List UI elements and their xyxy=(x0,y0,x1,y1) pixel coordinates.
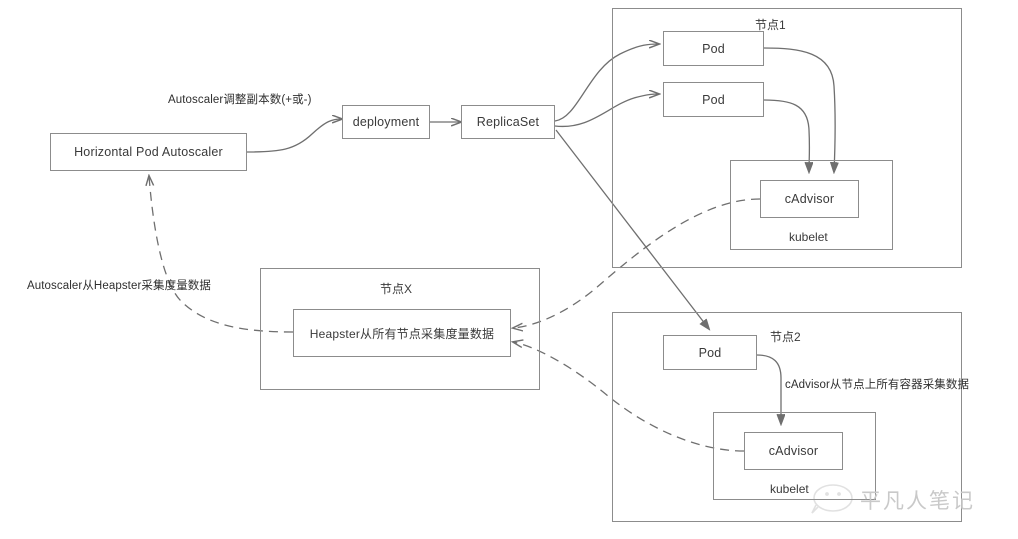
edge-node2-pod-to-cadvisor xyxy=(756,354,781,424)
heapster-box[interactable]: Heapster从所有节点采集度量数据 xyxy=(293,309,511,357)
edge-node1-cadvisor-to-heapster xyxy=(513,198,761,328)
nodex-label: 节点X xyxy=(380,282,413,296)
node2-kubelet-label: kubelet xyxy=(770,482,809,496)
watermark-text: 平凡人笔记 xyxy=(860,490,975,513)
node1-kubelet-label: kubelet xyxy=(789,230,828,244)
edge-replicaset-to-node2-pod xyxy=(555,129,709,329)
node1-pod-2[interactable]: Pod xyxy=(663,82,764,117)
edge-label-autoscaler-from-heapster: Autoscaler从Heapster采集度量数据 xyxy=(27,280,211,292)
node2-pod-1-label: Pod xyxy=(698,345,722,360)
replicaset-box[interactable]: ReplicaSet xyxy=(461,105,555,139)
heapster-label: Heapster从所有节点采集度量数据 xyxy=(309,326,495,341)
edge-label-cadvisor-from-node: cAdvisor从节点上所有容器采集数据 xyxy=(785,379,970,391)
deployment-box[interactable]: deployment xyxy=(342,105,430,139)
node1-pod-2-label: Pod xyxy=(702,92,725,107)
hpa-label: Horizontal Pod Autoscaler xyxy=(74,145,223,159)
edge-label-scale-replicas: Autoscaler调整副本数(+或-) xyxy=(168,94,312,106)
edge-node1-pod1-to-cadvisor xyxy=(763,47,835,172)
node2-pod-1[interactable]: Pod xyxy=(663,335,757,370)
nodex-container xyxy=(260,268,540,390)
edge-hpa-to-deployment xyxy=(246,119,342,153)
wechat-logo-icon xyxy=(811,484,853,514)
replicaset-label: ReplicaSet xyxy=(476,115,540,129)
node2-kubelet-container[interactable] xyxy=(713,412,876,500)
node1-container xyxy=(612,8,962,268)
node2-container xyxy=(612,312,962,522)
edge-replicaset-to-node1-pod1 xyxy=(554,44,659,122)
node2-cadvisor-box[interactable]: cAdvisor xyxy=(744,432,843,470)
node1-pod-1-label: Pod xyxy=(702,41,725,56)
edge-heapster-to-hpa xyxy=(149,176,294,333)
node1-pod-1[interactable]: Pod xyxy=(663,31,764,66)
node1-label: 节点1 xyxy=(755,18,786,32)
node1-kubelet-container[interactable] xyxy=(730,160,893,250)
deployment-label: deployment xyxy=(352,115,420,129)
node1-cadvisor-box[interactable]: cAdvisor xyxy=(760,180,859,218)
horizontal-pod-autoscaler-box[interactable]: Horizontal Pod Autoscaler xyxy=(50,133,247,171)
node1-cadvisor-label: cAdvisor xyxy=(784,192,835,206)
edge-replicaset-to-node1-pod2 xyxy=(554,94,659,128)
node2-cadvisor-label: cAdvisor xyxy=(768,444,819,458)
node2-label: 节点2 xyxy=(770,330,801,344)
